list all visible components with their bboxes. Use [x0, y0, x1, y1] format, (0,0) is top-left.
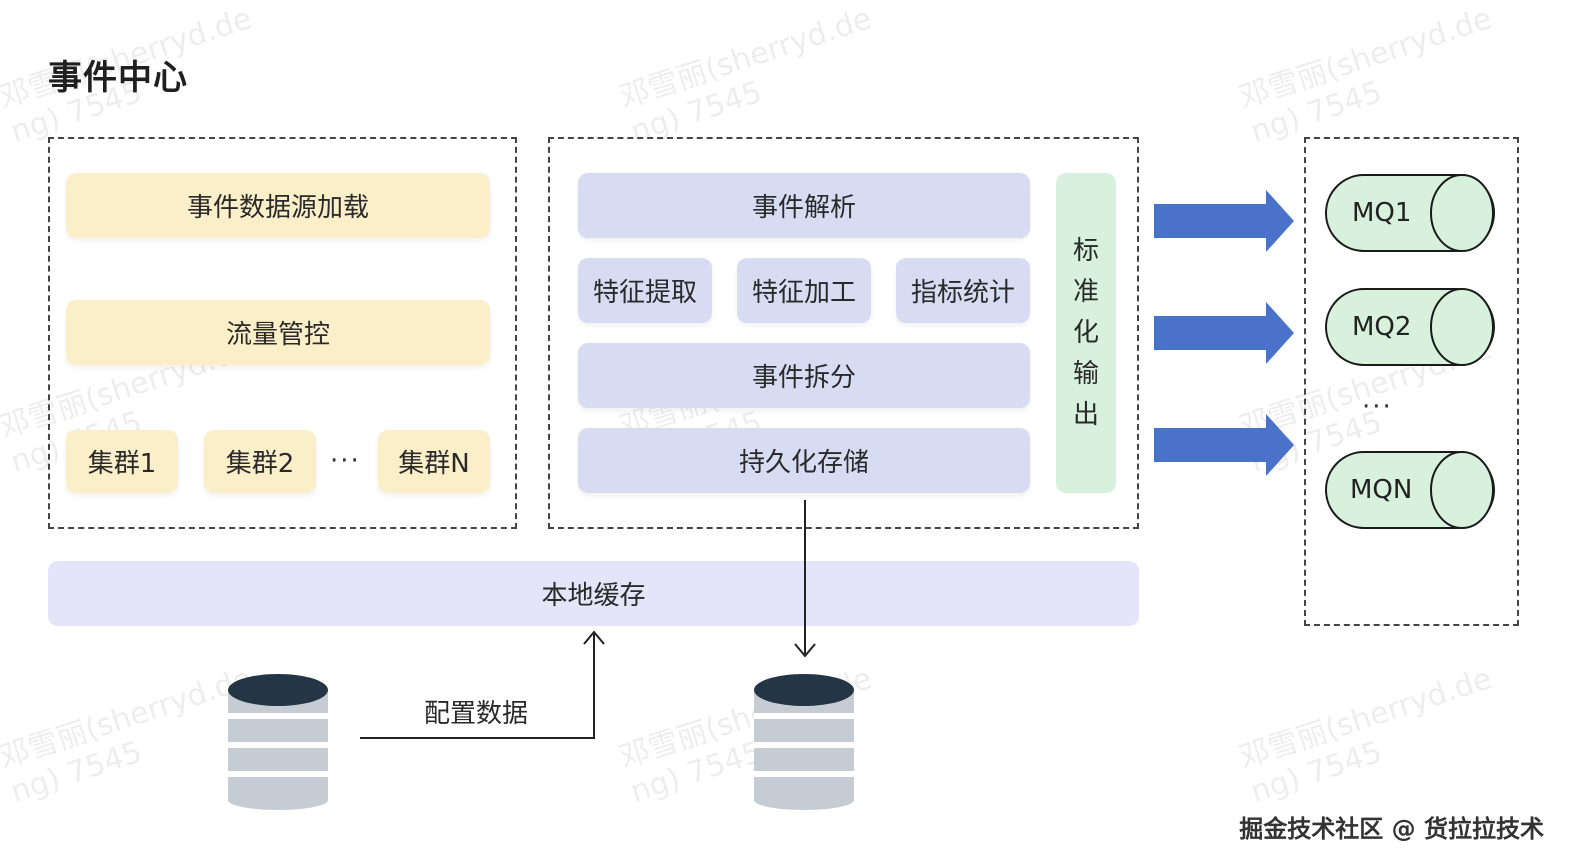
feature-extract-box: 特征提取 [578, 258, 712, 323]
mq-ellipsis: ··· [1362, 392, 1393, 422]
config-data-label: 配置数据 [424, 699, 529, 729]
cylinder-icon [1325, 451, 1495, 529]
feature-process-box: 特征加工 [737, 258, 871, 323]
standard-output-char: 化 [1072, 317, 1099, 348]
event-split-box: 事件拆分 [578, 343, 1030, 408]
metric-stats-box: 指标统计 [896, 258, 1030, 323]
flow-control-box: 流量管控 [66, 300, 490, 365]
cylinder-icon [1325, 288, 1495, 366]
right-arrow-icon [1154, 414, 1294, 476]
config-arrow-icon [360, 630, 605, 739]
right-arrow-icon [1154, 190, 1294, 252]
standard-output-box: 标 准 化 输 出 [1056, 173, 1116, 493]
database-icon [754, 674, 854, 810]
middle-panel [548, 137, 1139, 529]
mq-label-1: MQ1 [1352, 198, 1412, 228]
event-source-load-box: 事件数据源加载 [66, 173, 490, 238]
persist-storage-box: 持久化存储 [578, 428, 1030, 493]
database-icon [228, 674, 328, 810]
page-title: 事件中心 [48, 58, 188, 98]
left-panel [48, 137, 517, 529]
down-arrow-icon [794, 500, 816, 658]
cluster-box-2: 集群2 [204, 430, 316, 493]
standard-output-char: 输 [1072, 358, 1099, 389]
mq-label-n: MQN [1350, 475, 1413, 505]
cylinder-icon [1325, 174, 1495, 252]
mq-label-2: MQ2 [1352, 312, 1412, 342]
standard-output-char: 标 [1072, 235, 1099, 266]
standard-output-char: 出 [1072, 399, 1099, 430]
standard-output-char: 准 [1072, 276, 1099, 307]
right-arrow-icon [1154, 302, 1294, 364]
cluster-ellipsis: ··· [330, 446, 361, 476]
event-parse-box: 事件解析 [578, 173, 1030, 238]
footer-credit: 掘金技术社区 @ 货拉拉技术 [1239, 815, 1544, 843]
cluster-box-n: 集群N [378, 430, 490, 493]
mq-panel [1304, 137, 1519, 626]
cluster-box-1: 集群1 [66, 430, 178, 493]
local-cache-box: 本地缓存 [48, 561, 1139, 626]
